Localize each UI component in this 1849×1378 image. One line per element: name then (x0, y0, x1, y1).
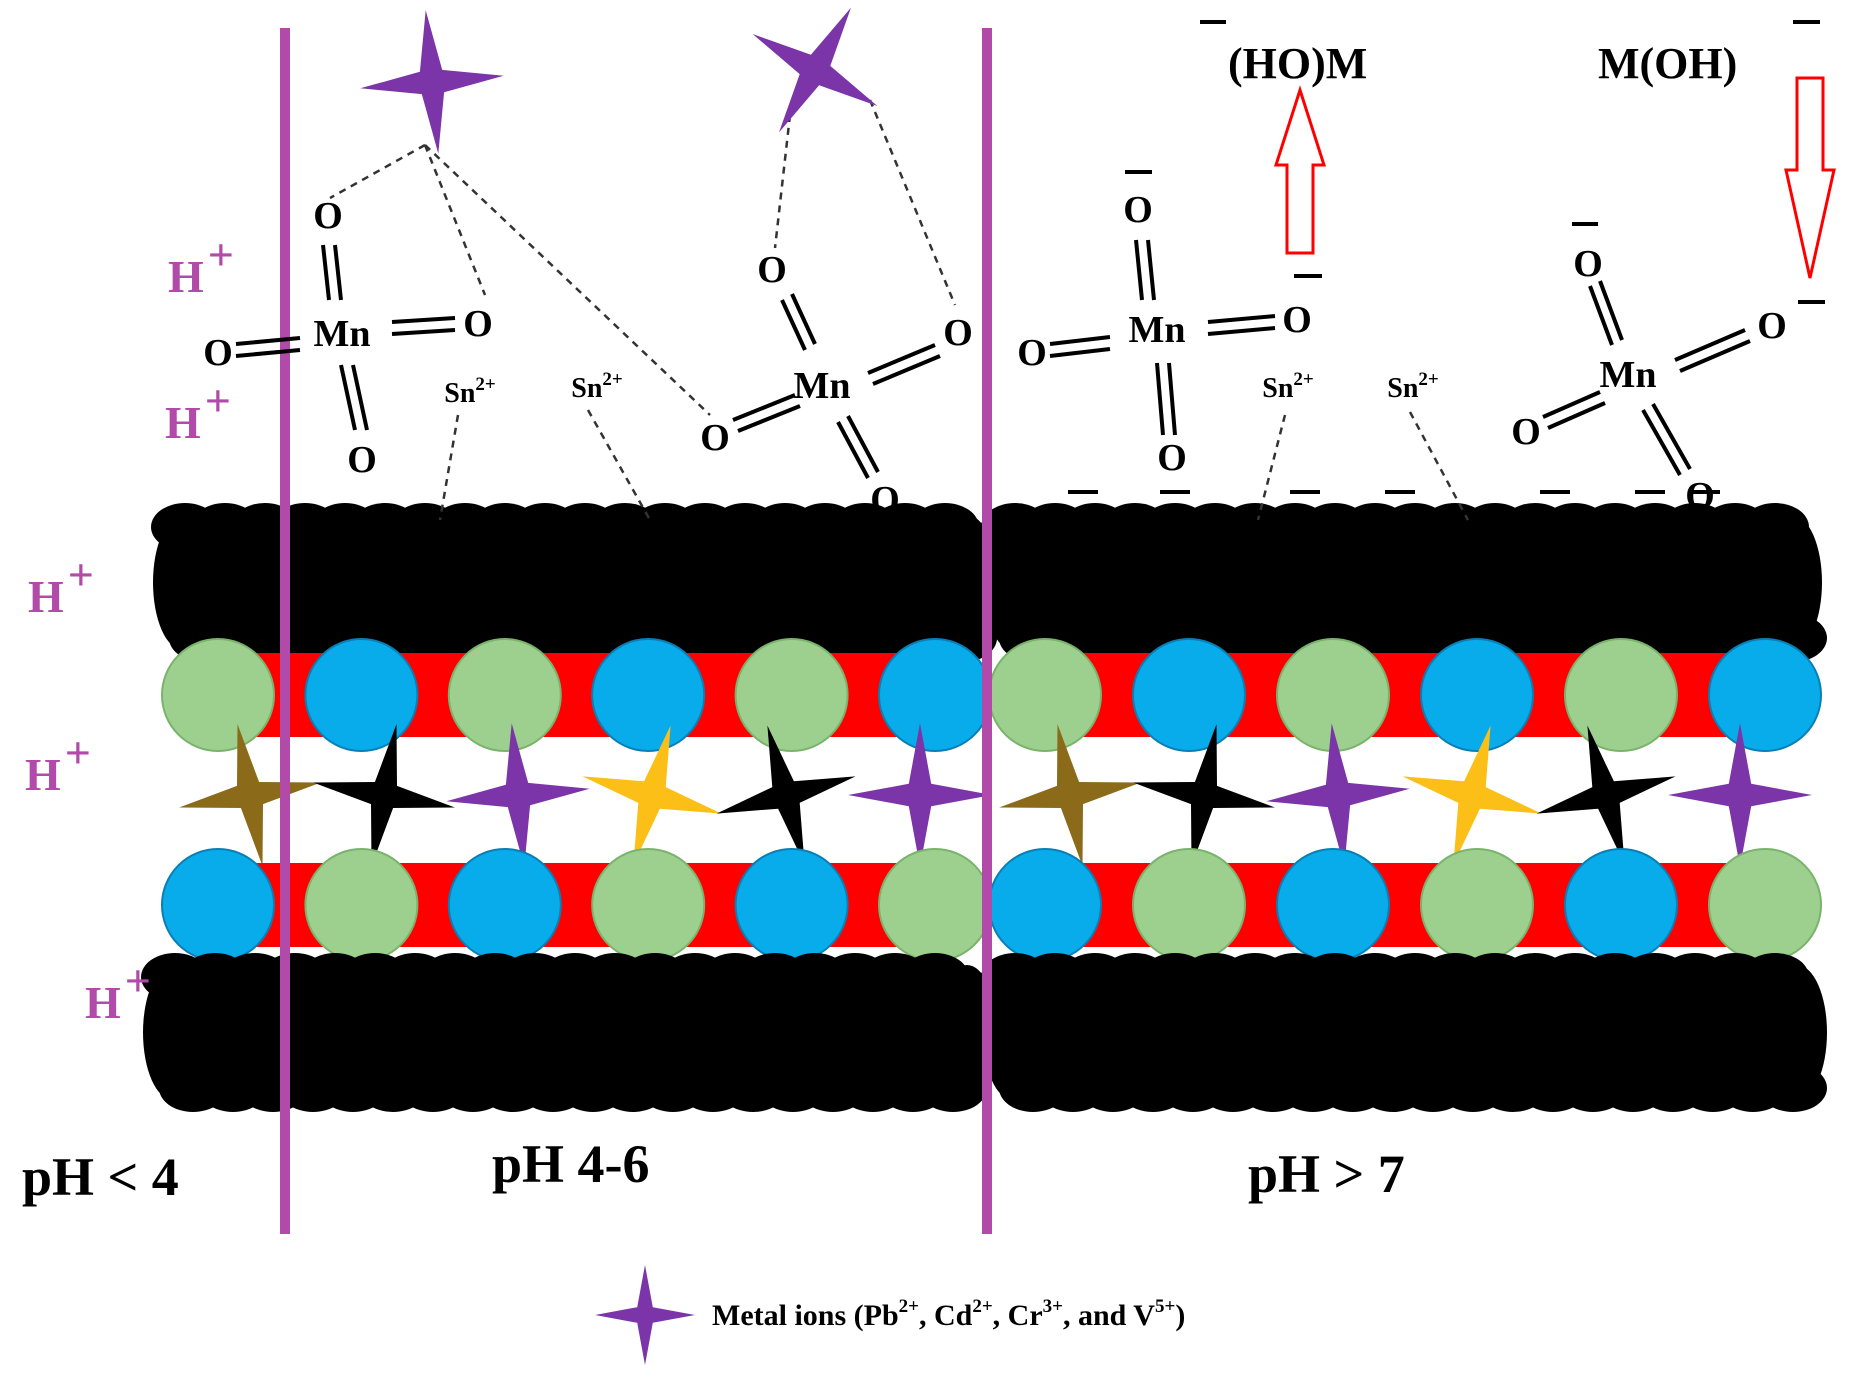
tin-ion-label: Sn2+ (1387, 369, 1438, 404)
layered-structures (141, 503, 1827, 1112)
ph-intermediate-label: pH 4-6 (492, 1134, 650, 1194)
proton-label: H+ (165, 375, 231, 448)
green-cation-sphere (1564, 638, 1678, 752)
metal-ion-star (1668, 723, 1812, 867)
oxygen-labels: O O O O O O O O O O O O O O O O (203, 189, 1787, 521)
blue-cation-sphere (591, 638, 706, 752)
oxygen-atom: O (1573, 243, 1603, 285)
oxygen-atom: O (1017, 332, 1047, 374)
blue-cation-sphere (304, 638, 419, 752)
metal-ion-star (313, 724, 455, 866)
red-down-arrow (1784, 76, 1836, 279)
graphene-sheet (151, 503, 997, 662)
green-cation-sphere (304, 848, 419, 962)
blue-cation-sphere (1276, 848, 1390, 962)
hydroxide-left-label: (HO)M (1228, 39, 1367, 88)
interaction-lines (329, 99, 1470, 521)
ldh-sphere-row (161, 638, 992, 752)
ldh-sphere-row (161, 848, 992, 962)
legend: Metal ions (Pb2+, Cd2+, Cr3+, and V5+) (595, 1265, 1185, 1365)
oxygen-atom: O (1511, 411, 1541, 453)
green-cation-sphere (1708, 848, 1822, 962)
metal-ion-star (848, 723, 992, 867)
oxygen-atom: O (1757, 305, 1787, 347)
adsorbed-metal-ions (360, 7, 878, 154)
graphene-sheet (981, 503, 1827, 662)
proton-label: H+ (25, 727, 91, 800)
oxygen-atom: O (463, 303, 493, 345)
oxygen-atom: O (870, 479, 900, 521)
divider-left (280, 28, 290, 1234)
oxygen-atom: O (700, 417, 730, 459)
metal-ion-star (999, 724, 1141, 866)
blue-cation-sphere (1564, 848, 1678, 962)
metal-ion-star (1133, 724, 1275, 866)
blue-cation-sphere (988, 848, 1102, 962)
green-cation-sphere (591, 848, 706, 962)
proton-label: H+ (28, 549, 94, 622)
metal-ion-star (179, 724, 321, 866)
graphene-sheet (981, 953, 1827, 1112)
proton-label: H+ (85, 955, 151, 1028)
legend-text: Metal ions (Pb2+, Cd2+, Cr3+, and V5+) (712, 1296, 1185, 1332)
blue-cation-sphere (1132, 638, 1246, 752)
proton-label: H+ (168, 229, 234, 302)
tin-ion-label: Sn2+ (444, 374, 495, 409)
oxygen-negative-charges (1125, 170, 1825, 304)
mn-label: Mn (314, 313, 371, 355)
blue-cation-sphere (734, 848, 849, 962)
permanganate-bonds (235, 239, 1751, 479)
tin-ion-label: Sn2+ (1262, 369, 1313, 404)
ldh-sphere-row (988, 638, 1822, 752)
blue-cation-sphere (1708, 638, 1822, 752)
green-cation-sphere (1132, 848, 1246, 962)
oxygen-atom: O (347, 439, 377, 481)
oxygen-atom: O (1157, 437, 1187, 479)
green-cation-sphere (161, 638, 275, 752)
proton-labels: H+ H+ H+ H+ H+ (25, 229, 234, 1028)
graphene-sheet (141, 953, 997, 1112)
oxygen-atom: O (203, 332, 233, 374)
intercalated-metal-ions (179, 723, 992, 867)
oxygen-atom: O (1282, 299, 1312, 341)
metal-ion-star (582, 725, 722, 865)
ph-acidic-label: pH < 4 (22, 1147, 179, 1207)
metal-ion-star (1402, 725, 1542, 865)
oxygen-atom: O (1123, 189, 1153, 231)
blue-cation-sphere (878, 638, 992, 752)
tin-ion-label: Sn2+ (571, 369, 622, 404)
metal-ion-star (1536, 725, 1676, 865)
green-cation-sphere (1420, 848, 1534, 962)
intercalated-metal-ions (999, 723, 1812, 867)
green-cation-sphere (447, 638, 562, 752)
metal-ion-star (446, 723, 590, 867)
red-up-arrow (1273, 85, 1327, 255)
green-cation-sphere (734, 638, 849, 752)
blue-cation-sphere (1420, 638, 1534, 752)
metal-ion-star (360, 10, 504, 154)
oxygen-atom: O (313, 195, 343, 237)
metal-ion-star (716, 725, 856, 865)
mn-label: Mn (1600, 354, 1657, 396)
mn-label: Mn (1129, 309, 1186, 351)
ph-basic-label: pH > 7 (1248, 1144, 1405, 1204)
oxygen-atom: O (943, 312, 973, 354)
ldh-sphere-row (988, 848, 1822, 962)
oxygen-atom: O (1685, 475, 1715, 517)
blue-cation-sphere (447, 848, 562, 962)
green-cation-sphere (988, 638, 1102, 752)
metal-ion-star (752, 7, 878, 133)
green-cation-sphere (878, 848, 992, 962)
divider-right (982, 28, 992, 1234)
hydroxide-right-label: M(OH) (1598, 39, 1737, 88)
blue-cation-sphere (161, 848, 275, 962)
mn-label: Mn (794, 365, 851, 407)
purple-star-icon-shape (595, 1265, 695, 1365)
metal-ion-star (1266, 723, 1410, 867)
oxygen-atom: O (757, 249, 787, 291)
purple-star-icon (595, 1265, 695, 1365)
